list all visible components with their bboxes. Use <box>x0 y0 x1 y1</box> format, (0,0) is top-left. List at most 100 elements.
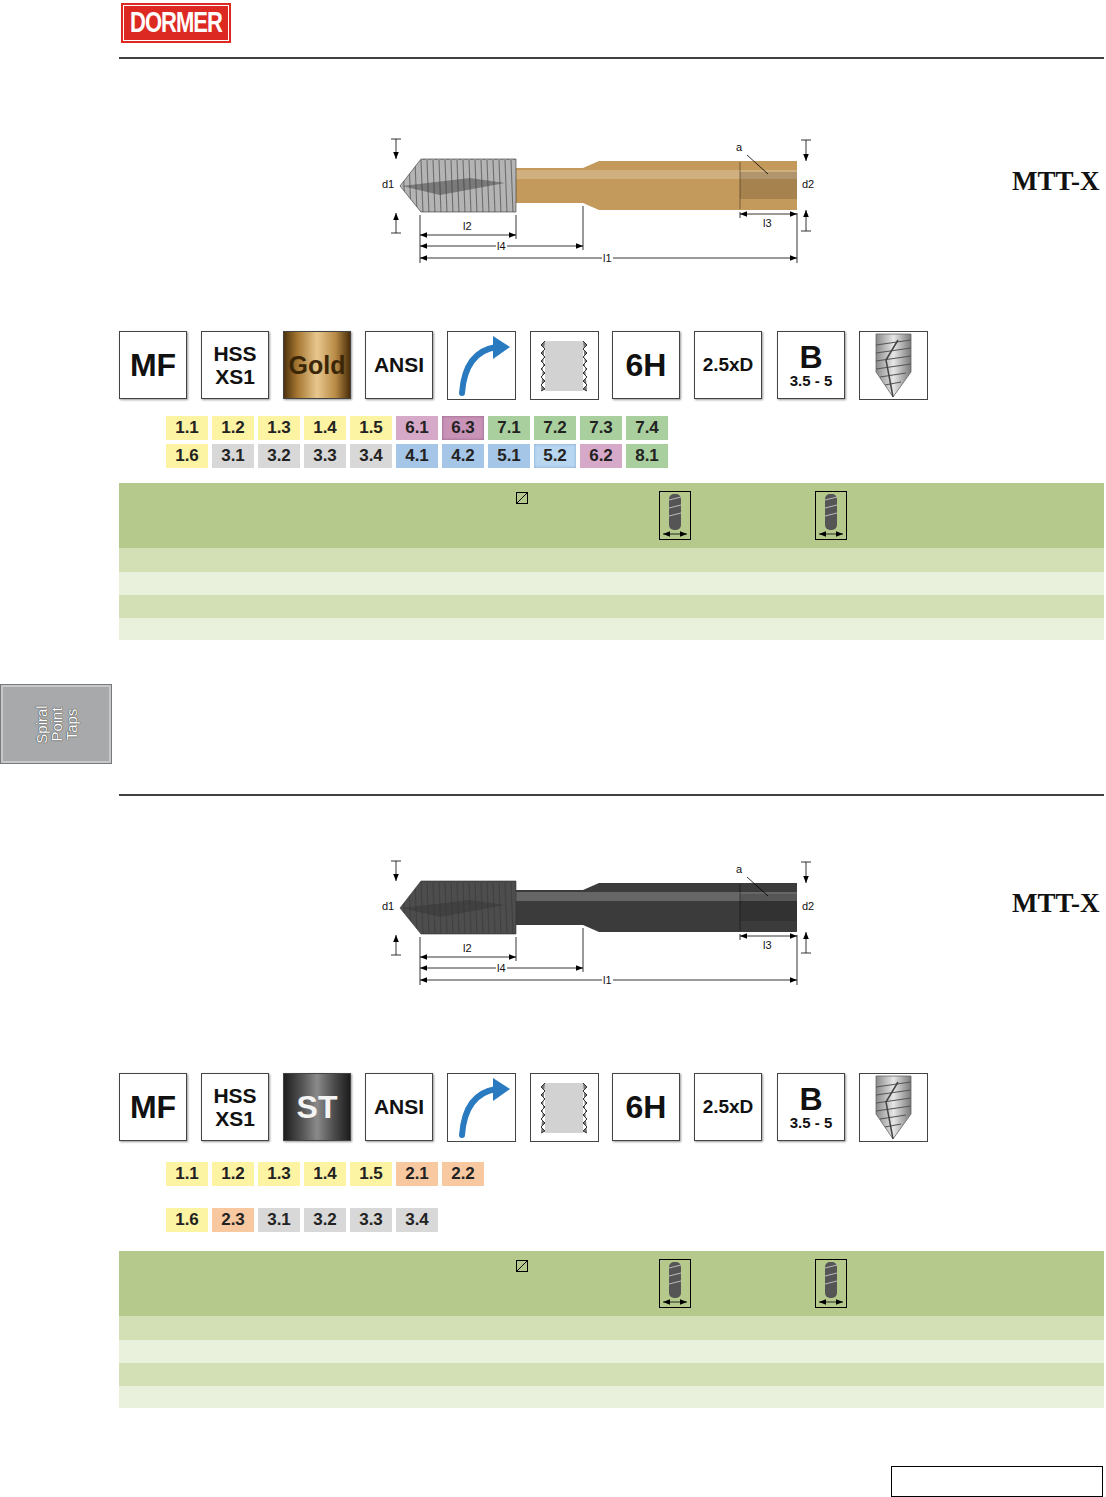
material-chip: 3.2 <box>258 444 300 468</box>
material-chip: 3.3 <box>304 444 346 468</box>
material-chip: 4.1 <box>396 444 438 468</box>
material-chip-text: 7.4 <box>635 418 659 438</box>
dimension-label: l3 <box>762 217 773 229</box>
dimension-label: l1 <box>602 252 613 264</box>
spec-icon: ANSI <box>365 331 433 399</box>
spec-icon: HSS XS1 <box>201 331 269 399</box>
spec-icon-text: HSS XS1 <box>208 1084 262 1130</box>
material-chip-text: 1.5 <box>359 1164 383 1184</box>
spec-icon-text: 6H <box>626 347 667 384</box>
section-tab: Spiral Point Taps <box>0 684 112 764</box>
spec-icon-text: ST <box>297 1089 338 1126</box>
product-code: MTT-X <box>1012 166 1100 196</box>
material-chip: 2.3 <box>212 1208 254 1232</box>
material-chip: 1.5 <box>350 1162 392 1186</box>
material-chip-text: 1.6 <box>175 1210 199 1230</box>
material-chip-text: 5.2 <box>543 446 567 466</box>
material-chip: 1.4 <box>304 1162 346 1186</box>
material-chip: 7.4 <box>626 416 668 440</box>
material-chip: 5.1 <box>488 444 530 468</box>
material-chip-text: 1.3 <box>267 418 291 438</box>
spec-icon-text: ANSI <box>374 353 424 377</box>
brand-logo-text: DORMER <box>130 6 222 40</box>
spec-icon-text: 3.5 - 5 <box>790 1114 833 1131</box>
spec-icon: 2.5xD <box>694 331 762 399</box>
dimension-label: d1 <box>381 178 395 190</box>
material-chip-text: 3.3 <box>313 446 337 466</box>
product-code: MTT-X <box>1012 888 1100 918</box>
material-chip-text: 1.4 <box>313 1164 337 1184</box>
material-chip: 3.3 <box>350 1208 392 1232</box>
material-chip: 1.1 <box>166 416 208 440</box>
material-chip-text: 7.1 <box>497 418 521 438</box>
material-chip: 2.1 <box>396 1162 438 1186</box>
material-chip-text: 2.2 <box>451 1164 475 1184</box>
spec-icon: ANSI <box>365 1073 433 1141</box>
material-chip-text: 1.6 <box>175 446 199 466</box>
spec-icon: ST <box>283 1073 351 1141</box>
material-chip: 1.5 <box>350 416 392 440</box>
dimension-label: l2 <box>462 220 473 232</box>
dimension-label: d2 <box>801 900 815 912</box>
material-chip: 7.3 <box>580 416 622 440</box>
spec-icon: 6H <box>612 1073 680 1141</box>
spec-icon: HSS XS1 <box>201 1073 269 1141</box>
spec-icon-text: 3.5 - 5 <box>790 372 833 389</box>
spec-icon: 6H <box>612 331 680 399</box>
material-chip: 1.3 <box>258 416 300 440</box>
spec-icon-text: 2.5xD <box>703 354 754 376</box>
material-chip-text: 3.4 <box>359 446 383 466</box>
spec-icon-text: B <box>799 1084 822 1114</box>
spec-icon: MF <box>119 1073 187 1141</box>
spec-icon-text: MF <box>130 347 176 384</box>
material-chip: 6.1 <box>396 416 438 440</box>
material-chip: 1.2 <box>212 1162 254 1186</box>
material-chip: 1.6 <box>166 444 208 468</box>
material-chip: 6.2 <box>580 444 622 468</box>
material-chip-text: 3.1 <box>221 446 245 466</box>
material-chip: 8.1 <box>626 444 668 468</box>
material-chip-text: 2.3 <box>221 1210 245 1230</box>
material-chip-text: 5.1 <box>497 446 521 466</box>
material-chip: 4.2 <box>442 444 484 468</box>
material-chip-text: 7.2 <box>543 418 567 438</box>
dimension-label: a <box>735 863 743 875</box>
brand-logo: DORMER <box>121 3 231 43</box>
material-chip: 1.4 <box>304 416 346 440</box>
spec-icon: 2.5xD <box>694 1073 762 1141</box>
spec-icon: MF <box>119 331 187 399</box>
material-chip-text: 3.3 <box>359 1210 383 1230</box>
material-chip-text: 4.2 <box>451 446 475 466</box>
spec-icon-text: MF <box>130 1089 176 1126</box>
dimension-label: a <box>735 141 743 153</box>
material-chip: 3.1 <box>258 1208 300 1232</box>
material-chip-text: 1.2 <box>221 418 245 438</box>
dimension-label: d1 <box>381 900 395 912</box>
material-chip: 3.4 <box>396 1208 438 1232</box>
material-chip: 3.2 <box>304 1208 346 1232</box>
material-chip: 6.3 <box>442 416 484 440</box>
material-chip-text: 1.1 <box>175 418 199 438</box>
material-chip-text: 8.1 <box>635 446 659 466</box>
spec-icon: Gold <box>283 331 351 399</box>
material-chip: 7.1 <box>488 416 530 440</box>
material-chip-text: 6.1 <box>405 418 429 438</box>
dimension-label: d2 <box>801 178 815 190</box>
material-chip-text: 1.5 <box>359 418 383 438</box>
spec-icon-text: ANSI <box>374 1095 424 1119</box>
material-chip: 1.6 <box>166 1208 208 1232</box>
material-chip: 3.4 <box>350 444 392 468</box>
spec-icon-text: 2.5xD <box>703 1096 754 1118</box>
material-chip-text: 1.3 <box>267 1164 291 1184</box>
material-chip-text: 1.1 <box>175 1164 199 1184</box>
dimension-label: l4 <box>496 962 507 974</box>
section-tab-text: Spiral Point Taps <box>34 699 79 749</box>
dimension-label: l4 <box>496 240 507 252</box>
material-chip-text: 3.2 <box>313 1210 337 1230</box>
material-chip-text: 3.4 <box>405 1210 429 1230</box>
material-chip: 3.1 <box>212 444 254 468</box>
dimension-label: l3 <box>762 939 773 951</box>
material-chip-text: 6.2 <box>589 446 613 466</box>
material-chip-text: 6.3 <box>451 418 475 438</box>
